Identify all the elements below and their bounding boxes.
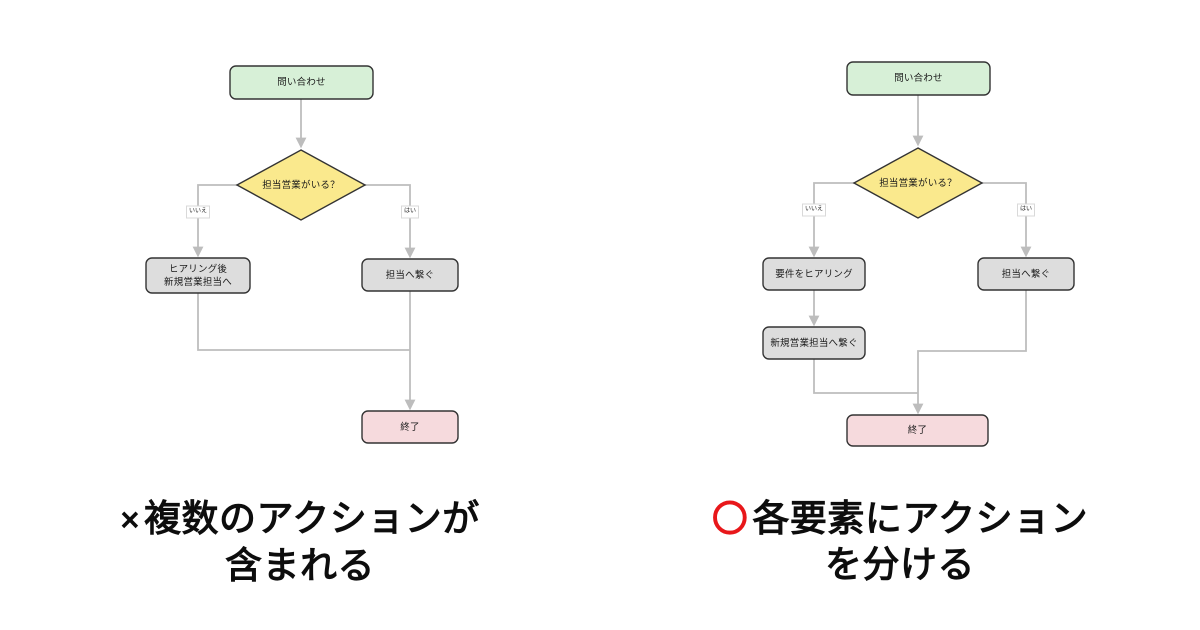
edge-label-no: いいえ (801, 203, 827, 217)
cross-mark-icon: × (120, 501, 141, 538)
node-decision[interactable] (852, 147, 984, 219)
edge-label-no: いいえ (185, 205, 211, 219)
node-decision[interactable] (235, 149, 367, 221)
node-start[interactable] (229, 65, 374, 100)
edge-assign-to-end (912, 290, 1027, 415)
caption-good-example: 〇各要素にアクション を分ける (600, 496, 1200, 588)
node-hearing[interactable] (762, 257, 866, 291)
flowchart-good-example (762, 61, 1075, 447)
panel-good-example: 問い合わせ 担当営業がいる？ 要件をヒアリング 新規営業担当へ繋ぐ 担当へ繋ぐ … (600, 0, 1200, 630)
edge-decision-to-assign (982, 182, 1032, 258)
panel-bad-example: 問い合わせ 担当営業がいる？ ヒアリング後 新規営業担当へ 担当へ繋ぐ 終了 い… (0, 65, 600, 589)
edge-label-yes: はい (400, 205, 420, 219)
node-process-no[interactable] (145, 257, 251, 294)
caption-line-1: 各要素にアクション (752, 498, 1089, 539)
edge-decision-to-proc-yes (365, 184, 416, 259)
node-assign[interactable] (977, 257, 1075, 291)
edge-proc-no-to-end (197, 293, 410, 351)
caption-line-2: を分ける (825, 544, 975, 585)
caption-line-1: 複数のアクションが (144, 498, 480, 539)
flowchart-bad-example (145, 65, 459, 444)
node-process-yes[interactable] (361, 258, 459, 292)
edge-label-yes: はい (1016, 203, 1036, 217)
edge-decision-to-proc-no (192, 184, 237, 258)
node-end[interactable] (361, 410, 459, 444)
edge-newsales-to-end (813, 359, 918, 394)
node-start[interactable] (846, 61, 991, 96)
edge-decision-to-hearing (808, 182, 854, 258)
caption-bad-example: ×複数のアクションが 含まれる (0, 496, 600, 589)
node-end[interactable] (846, 414, 989, 447)
circle-mark-icon: 〇 (711, 498, 749, 539)
caption-line-2: 含まれる (225, 545, 375, 586)
node-new-sales[interactable] (762, 326, 866, 360)
